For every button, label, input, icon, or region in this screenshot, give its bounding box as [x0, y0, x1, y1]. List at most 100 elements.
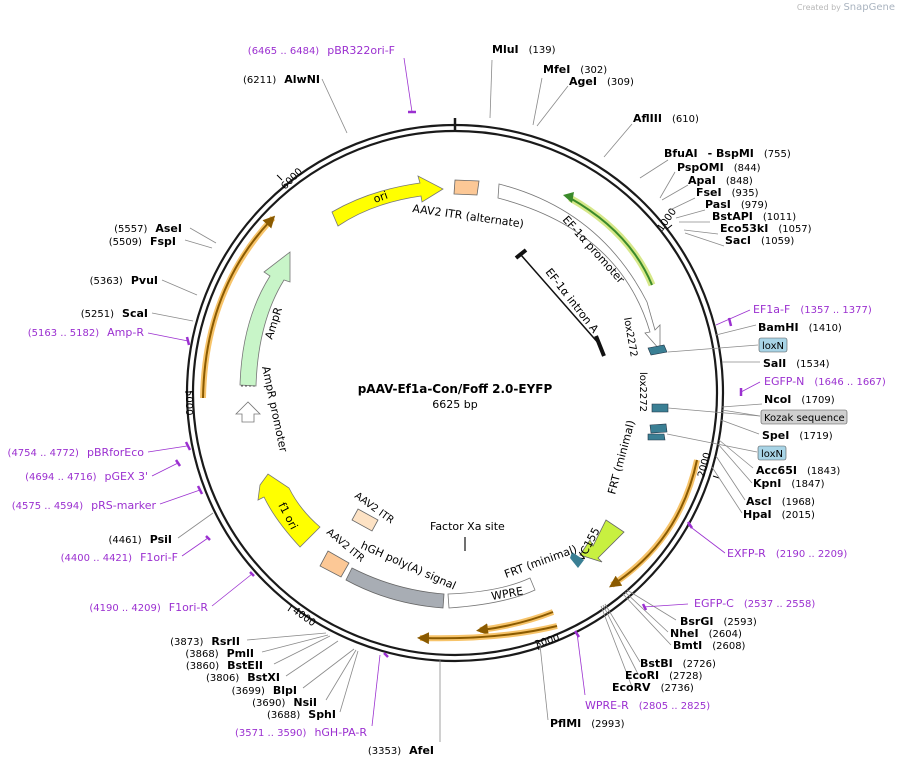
leader-line: [603, 123, 633, 158]
leader-line: [285, 640, 339, 677]
site-label-bsrgi: BsrGI(2593): [680, 615, 757, 628]
loxn-box-2: [757, 445, 787, 461]
primer-leader: [642, 603, 689, 608]
ef1a-promoter-label: EF-1α promoter: [560, 213, 628, 286]
aav2-itr-2-box: [319, 550, 350, 578]
leader-line: [721, 403, 763, 408]
primer-tick: [205, 535, 211, 541]
leader-line: [602, 604, 639, 675]
primer-leader: [181, 537, 209, 557]
leader-line: [684, 232, 725, 247]
primer-leader: [159, 489, 201, 505]
primer-tick: [686, 521, 694, 529]
leader-line: [339, 650, 359, 713]
leader-line: [273, 635, 331, 665]
site-label-bamhi: BamHI(1410): [758, 321, 842, 334]
tick-mark: [276, 174, 283, 181]
primer-ticks: [174, 110, 743, 658]
orf-arc-mid2: [417, 625, 558, 645]
site-label-fsei: FseI(935): [696, 186, 759, 199]
ef1a-promoter-arrow: [497, 183, 661, 352]
leader-line: [715, 455, 746, 501]
site-label-bstxi: (3806)BstXI: [206, 671, 280, 684]
tick-mark: [712, 475, 720, 479]
leader-line: [639, 159, 669, 179]
site-labels: MluI(139) MfeI(302) AgeI(309) AflIII(610…: [492, 43, 842, 730]
primer-label-egfp-c: EGFP-C(2537 .. 2558): [694, 597, 815, 610]
ef1a-intron-label: EF-1α intron A: [543, 266, 602, 336]
site-label-alwni: (6211)AlwNI: [243, 73, 320, 86]
primer-label-f1ori-f: (4400 .. 4421)F1ori-F: [61, 551, 178, 564]
primer-leader: [576, 632, 586, 696]
wpre-label: WPRE: [490, 585, 524, 603]
primer-label-pgex3: (4694 .. 4716)pGEX 3': [25, 470, 148, 483]
primer-leaders: [147, 57, 761, 727]
leader-line: [667, 344, 759, 353]
site-label-asei: (5557)AseI: [114, 222, 182, 235]
green-orf-arrowhead: [563, 192, 574, 203]
leader-line: [261, 634, 329, 653]
site-label-nhei: NheI(2604): [670, 627, 742, 640]
leader-line: [715, 324, 757, 336]
watermark-created-by: Created by: [796, 3, 841, 12]
frt-min-a-label: FRT (minimal): [605, 419, 637, 496]
lox2272-b-label: lox2272: [637, 372, 648, 412]
tick-mark: [666, 224, 673, 230]
loxn-box-1: [758, 337, 788, 353]
primer-label-egfp-n: EGFP-N(1646 .. 1667): [764, 375, 886, 388]
leader-line: [161, 279, 198, 296]
site-label-pmli: (3868)PmlI: [185, 647, 254, 660]
site-label-rsrii: (3873)RsrII: [170, 635, 240, 648]
leader-line: [675, 209, 706, 219]
primer-tick: [174, 459, 182, 467]
site-label-bstapi: BstAPI(1011): [712, 210, 796, 223]
site-label-sphi: (3688)SphI: [267, 708, 336, 721]
leader-line: [669, 197, 696, 211]
plasmid-size: 6625 bp: [432, 398, 477, 411]
primer-leader: [740, 381, 761, 393]
ori-label: ori: [372, 189, 390, 206]
tick-mark: [536, 642, 540, 651]
orf-arc-mid1: [476, 611, 554, 636]
primer-leader: [151, 462, 179, 477]
wpre-box: [447, 577, 536, 609]
primer-label-hgh-pa-r: (3571 .. 3590)hGH-PA-R: [235, 726, 367, 739]
snapgene-logo-text: SnapGene: [843, 2, 895, 13]
primer-label-prs-marker: (4575 .. 4594)pRS-marker: [12, 499, 157, 512]
site-leaders: [151, 59, 763, 742]
kozak-label: Kozak sequence: [764, 413, 845, 424]
site-label-pasi: PasI(979): [705, 198, 768, 211]
site-label-ncoi: NcoI(1709): [764, 393, 835, 406]
site-label-ecorv: EcoRV(2736): [612, 681, 694, 694]
lox2272-a-label: lox2272: [621, 317, 639, 358]
loxn-b: [647, 433, 666, 441]
site-label-mlui: MluI(139): [492, 43, 556, 56]
site-label-saci: SacI(1059): [725, 234, 794, 247]
primer-label-amp-r: (5163 .. 5182)Amp-R: [28, 326, 145, 339]
site-label-pflmi: PflMI(2993): [550, 717, 625, 730]
site-label-kpni: KpnI(1847): [753, 477, 825, 490]
site-label-acc65i: Acc65I(1843): [756, 464, 840, 477]
leader-line: [325, 649, 357, 701]
leader-line: [604, 603, 641, 663]
leader-line: [720, 419, 760, 435]
site-label-afei: (3353)AfeI: [368, 744, 434, 757]
leader-line: [489, 59, 493, 119]
leader-line: [539, 644, 549, 721]
vc155-arrow: [579, 519, 625, 563]
leader-line: [667, 407, 761, 417]
leader-line: [177, 512, 214, 539]
site-label-nsii: (3690)NsiI: [252, 696, 317, 709]
boxed-labels: loxN Kozak sequence loxN: [666, 337, 848, 461]
site-label-psii: (4461)PsiI: [108, 533, 172, 546]
primer-tick: [249, 571, 255, 577]
site-labels-left: (3353)AfeI (3688)SphI (3690)NsiI (3699)B…: [81, 73, 434, 757]
primer-leader: [715, 309, 751, 326]
leader-line: [532, 77, 543, 126]
loxn-label-1: loxN: [762, 341, 784, 352]
site-label-aflIII: AflIII(610): [633, 112, 699, 125]
site-label-scai: (5251)ScaI: [81, 307, 148, 320]
site-label-bmti: BmtI(2608): [673, 639, 746, 652]
tick-label: 4000: [290, 605, 317, 629]
